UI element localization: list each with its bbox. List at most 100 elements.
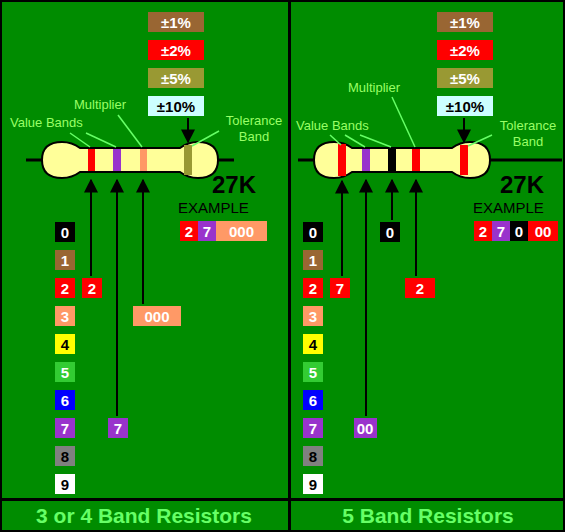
code-value: 2 — [479, 223, 487, 240]
color-code-box: 8 — [303, 446, 323, 466]
color-code-box: 7 — [198, 221, 216, 241]
panel-title: 3 or 4 Band Resistors — [36, 504, 252, 528]
code-value: 2 — [185, 223, 193, 240]
color-band — [362, 149, 370, 171]
code-value: 2 — [88, 280, 96, 297]
color-code-box: 0 — [303, 222, 323, 242]
band-arrow — [116, 180, 118, 416]
code-value: 2 — [309, 280, 317, 297]
panel-ground — [291, 2, 563, 530]
band-label: Multiplier — [348, 80, 418, 96]
color-code-box: 8 — [55, 446, 75, 466]
code-value: 0 — [309, 224, 317, 241]
resistor-body — [314, 142, 490, 178]
color-code-box: 2 — [55, 278, 75, 298]
color-code-box: 000 — [133, 306, 181, 326]
code-value: 9 — [309, 476, 317, 493]
code-value: 4 — [309, 336, 317, 353]
band-label: Tolerance Band — [221, 113, 287, 146]
code-value: 8 — [61, 448, 69, 465]
tolerance-arrow — [463, 118, 465, 142]
leader-line — [468, 135, 492, 146]
code-value: 0 — [386, 224, 394, 241]
example-caption: EXAMPLE — [178, 199, 278, 218]
color-code-box: 7 — [330, 278, 350, 298]
code-value: 6 — [61, 392, 69, 409]
example-value: 27K — [500, 170, 562, 200]
band-arrow — [391, 180, 393, 220]
code-value: 7 — [309, 420, 317, 437]
leader-line — [345, 135, 365, 147]
color-code-box: 2 — [303, 278, 323, 298]
color-code-box: 2 — [180, 221, 198, 241]
leader-line — [192, 131, 219, 146]
resistor-panel: 5 Band Resistors±1%±2%±5%±10%27000012345… — [291, 0, 565, 532]
code-value: ±10% — [157, 98, 195, 115]
tolerance-band — [460, 145, 468, 175]
band-label: Tolerance Band — [495, 118, 561, 151]
code-value: 7 — [114, 420, 122, 437]
code-value: 7 — [61, 420, 69, 437]
band-arrow — [365, 180, 367, 416]
code-value: 3 — [309, 308, 317, 325]
color-band — [412, 149, 420, 171]
code-value: 3 — [61, 308, 69, 325]
color-code-box: 4 — [303, 334, 323, 354]
band-arrow — [142, 180, 144, 304]
band-arrow — [341, 181, 343, 276]
code-value: 5 — [309, 364, 317, 381]
tolerance-band — [184, 145, 192, 175]
code-value: 000 — [144, 308, 169, 325]
color-code-box: 7 — [303, 418, 323, 438]
color-code-box: ±5% — [148, 68, 204, 88]
color-band — [338, 144, 346, 176]
code-value: 2 — [61, 280, 69, 297]
color-code-box: ±1% — [437, 12, 493, 32]
leader-line — [360, 135, 391, 147]
leader-line — [70, 133, 90, 147]
code-value: 0 — [61, 224, 69, 241]
code-value: 00 — [535, 223, 552, 240]
color-code-box: ±10% — [437, 96, 493, 116]
code-value: 8 — [309, 448, 317, 465]
leader-line — [86, 133, 116, 147]
color-code-box: 3 — [55, 306, 75, 326]
code-value: 6 — [309, 392, 317, 409]
code-value: 7 — [336, 280, 344, 297]
color-code-box: 000 — [216, 221, 267, 241]
leader-line — [330, 135, 341, 145]
color-code-box: 6 — [303, 390, 323, 410]
color-code-box: 1 — [303, 250, 323, 270]
code-value: 1 — [61, 252, 69, 269]
color-code-box: 1 — [55, 250, 75, 270]
color-code-box: 7 — [492, 221, 510, 241]
resistor-body — [42, 142, 218, 178]
code-value: 000 — [229, 223, 254, 240]
panel-title: 5 Band Resistors — [342, 504, 514, 528]
band-arrow — [90, 180, 92, 276]
color-code-box: 00 — [528, 221, 558, 241]
resistor-panel: 3 or 4 Band Resistors±1%±2%±5%±10%270000… — [0, 0, 288, 532]
color-code-box: 2 — [474, 221, 492, 241]
code-value: 0 — [515, 223, 523, 240]
color-code-box: 9 — [55, 474, 75, 494]
code-value: ±5% — [450, 70, 480, 87]
band-label: Multiplier — [74, 97, 144, 113]
color-code-box: 9 — [303, 474, 323, 494]
color-code-box: 2 — [82, 278, 102, 298]
color-code-box: 7 — [55, 418, 75, 438]
color-code-box: ±2% — [437, 40, 493, 60]
color-code-box: 7 — [108, 418, 128, 438]
color-code-box: ±2% — [148, 40, 204, 60]
code-value: 1 — [309, 252, 317, 269]
code-value: ±5% — [161, 70, 191, 87]
panel-ground — [2, 2, 288, 530]
color-code-box: ±10% — [148, 96, 204, 116]
band-label: Value Bands — [296, 118, 386, 134]
panel-title-bar: 5 Band Resistors — [291, 500, 565, 532]
color-code-box: 0 — [510, 221, 528, 241]
color-code-box: 0 — [55, 222, 75, 242]
color-code-box: ±5% — [437, 68, 493, 88]
color-band — [388, 149, 396, 171]
code-value: ±1% — [450, 14, 480, 31]
